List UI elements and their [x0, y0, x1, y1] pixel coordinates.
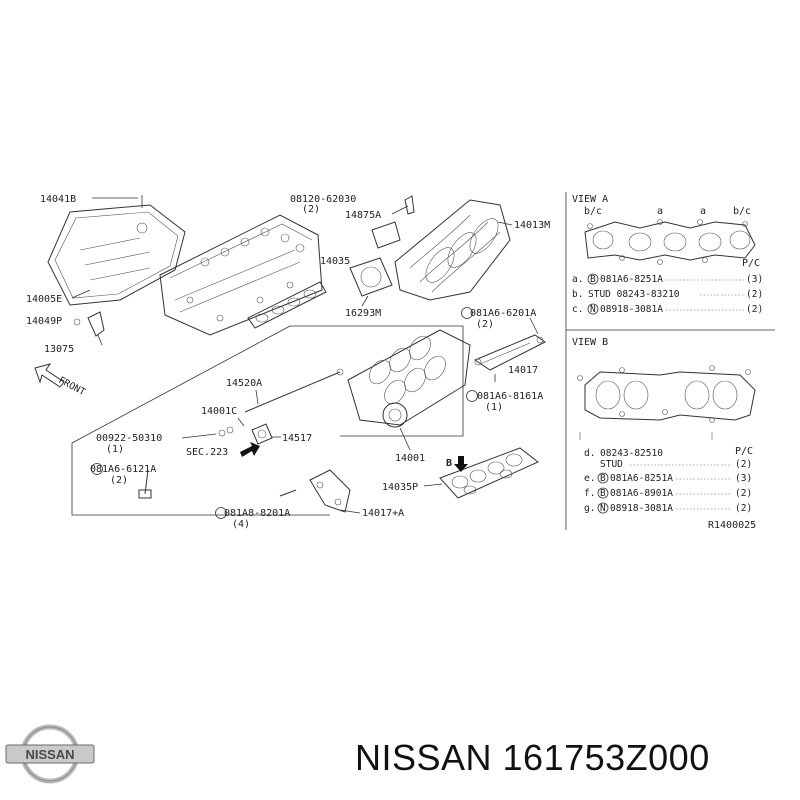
label-16293m: 16293M: [345, 308, 381, 319]
engine-cover-illustration: [47, 195, 186, 306]
label-front: FRONT: [57, 375, 88, 398]
label-081a6-8161a-qty: (1): [485, 402, 503, 413]
label-00922: 00922-50310: [96, 433, 162, 444]
view-a-mark-3: a: [700, 206, 706, 217]
front-arrow-icon: [34, 363, 65, 388]
bracket-14049p-illustration: [73, 311, 105, 346]
view-a-mark-4: b/c: [733, 206, 751, 217]
svg-text:08243-82510: 08243-82510: [600, 448, 663, 459]
label-14001: 14001: [395, 453, 425, 464]
svg-text:b.: b.: [572, 289, 583, 300]
svg-text:STUD: STUD: [600, 459, 623, 470]
label-00922-qty: (1): [106, 444, 124, 455]
gasket-16293m-illustration: [349, 221, 401, 297]
svg-text:c.: c.: [572, 304, 583, 315]
svg-text:081A6-8901A: 081A6-8901A: [610, 488, 673, 499]
label-14035: 14035: [320, 256, 350, 267]
label-14017a: 14017+A: [362, 508, 404, 519]
diagram-ref: R1400025: [708, 520, 756, 531]
svg-text:081A6-8251A: 081A6-8251A: [610, 473, 673, 484]
brand-row: NISSAN NISSAN 161753Z000: [0, 715, 800, 795]
svg-text:STUD 08243-83210: STUD 08243-83210: [588, 289, 680, 300]
gasket-14035-illustration: [247, 281, 327, 329]
svg-text:e.: e.: [584, 473, 595, 484]
label-14017: 14017: [508, 365, 538, 376]
logo-text: NISSAN: [25, 747, 74, 762]
svg-text:(2): (2): [735, 503, 752, 514]
label-marker-b: B: [446, 458, 452, 469]
svg-text:N: N: [590, 304, 596, 315]
marker-b-arrow-icon: [454, 456, 468, 472]
view-b-gasket-illustration: [577, 365, 756, 440]
view-a-parts-table: a. B 081A6-8251A (3) b. STUD 08243-83210…: [572, 273, 763, 315]
svg-text:N: N: [600, 503, 606, 514]
svg-text:g.: g.: [584, 503, 595, 514]
cylinder-head-illustration: [159, 214, 323, 336]
nissan-logo-icon: NISSAN: [5, 724, 95, 784]
view-a-mark-1: b/c: [584, 206, 602, 217]
view-a-pc-header: P/C: [742, 258, 760, 269]
label-081a8-8201a-qty: (4): [232, 519, 250, 530]
gasket-14035p-illustration: [439, 447, 539, 499]
label-14001c: 14001C: [201, 406, 237, 417]
bracket-14017a-illustration: [279, 469, 351, 513]
label-14517: 14517: [282, 433, 312, 444]
view-b-title: VIEW B: [572, 337, 608, 348]
intake-manifold-illustration: [347, 329, 471, 428]
svg-text:f.: f.: [584, 488, 595, 499]
svg-text:(2): (2): [746, 304, 763, 315]
label-14520a: 14520A: [226, 378, 262, 389]
view-a-title: VIEW A: [572, 194, 608, 205]
label-081a6-6121a: 081A6-6121A: [90, 464, 156, 475]
view-b-pc-header: P/C: [735, 446, 753, 457]
label-08120-qty: (2): [302, 204, 320, 215]
label-14875a: 14875A: [345, 210, 381, 221]
svg-text:08918-3081A: 08918-3081A: [600, 304, 663, 315]
part-caption: NISSAN 161753Z000: [355, 737, 710, 778]
sec223-arrow-icon: [240, 442, 260, 457]
label-081a6-6121a-qty: (2): [110, 475, 128, 486]
label-14049p: 14049P: [26, 316, 62, 327]
valve-14517-illustration: [218, 423, 273, 445]
assembly-boundary: [71, 325, 464, 516]
label-13075: 13075: [44, 344, 74, 355]
svg-text:(2): (2): [735, 459, 752, 470]
label-08120: 08120-62030: [290, 194, 356, 205]
svg-text:B: B: [600, 473, 606, 484]
bracket-14017-illustration: [473, 334, 546, 382]
intake-collector-illustration: [394, 199, 511, 301]
svg-text:a.: a.: [572, 274, 583, 285]
svg-text:B: B: [590, 274, 596, 285]
label-14041b: 14041B: [40, 194, 76, 205]
label-081a8-8201a: 081A8-8201A: [224, 508, 290, 519]
label-081a6-6201a: 081A6-6201A: [470, 308, 536, 319]
label-14013m: 14013M: [514, 220, 550, 231]
label-081a6-8161a: 081A6-8161A: [477, 391, 543, 402]
label-081a6-6201a-qty: (2): [476, 319, 494, 330]
label-sec223: SEC.223: [186, 447, 228, 458]
svg-text:08918-3081A: 08918-3081A: [610, 503, 673, 514]
label-14035p: 14035P: [382, 482, 418, 493]
bolt-6121a-illustration: [138, 469, 152, 499]
svg-text:(2): (2): [735, 488, 752, 499]
svg-text:d.: d.: [584, 448, 595, 459]
view-b-parts-table: d. 08243-82510 STUD (2) e. B 081A6-8251A…: [584, 448, 752, 514]
view-a-mark-2: a: [657, 206, 663, 217]
view-a-gasket-illustration: [584, 219, 756, 265]
svg-text:(3): (3): [746, 274, 763, 285]
svg-text:B: B: [600, 488, 606, 499]
label-14005e: 14005E: [26, 294, 62, 305]
svg-text:081A6-8251A: 081A6-8251A: [600, 274, 663, 285]
svg-text:(3): (3): [735, 473, 752, 484]
svg-text:(2): (2): [746, 289, 763, 300]
